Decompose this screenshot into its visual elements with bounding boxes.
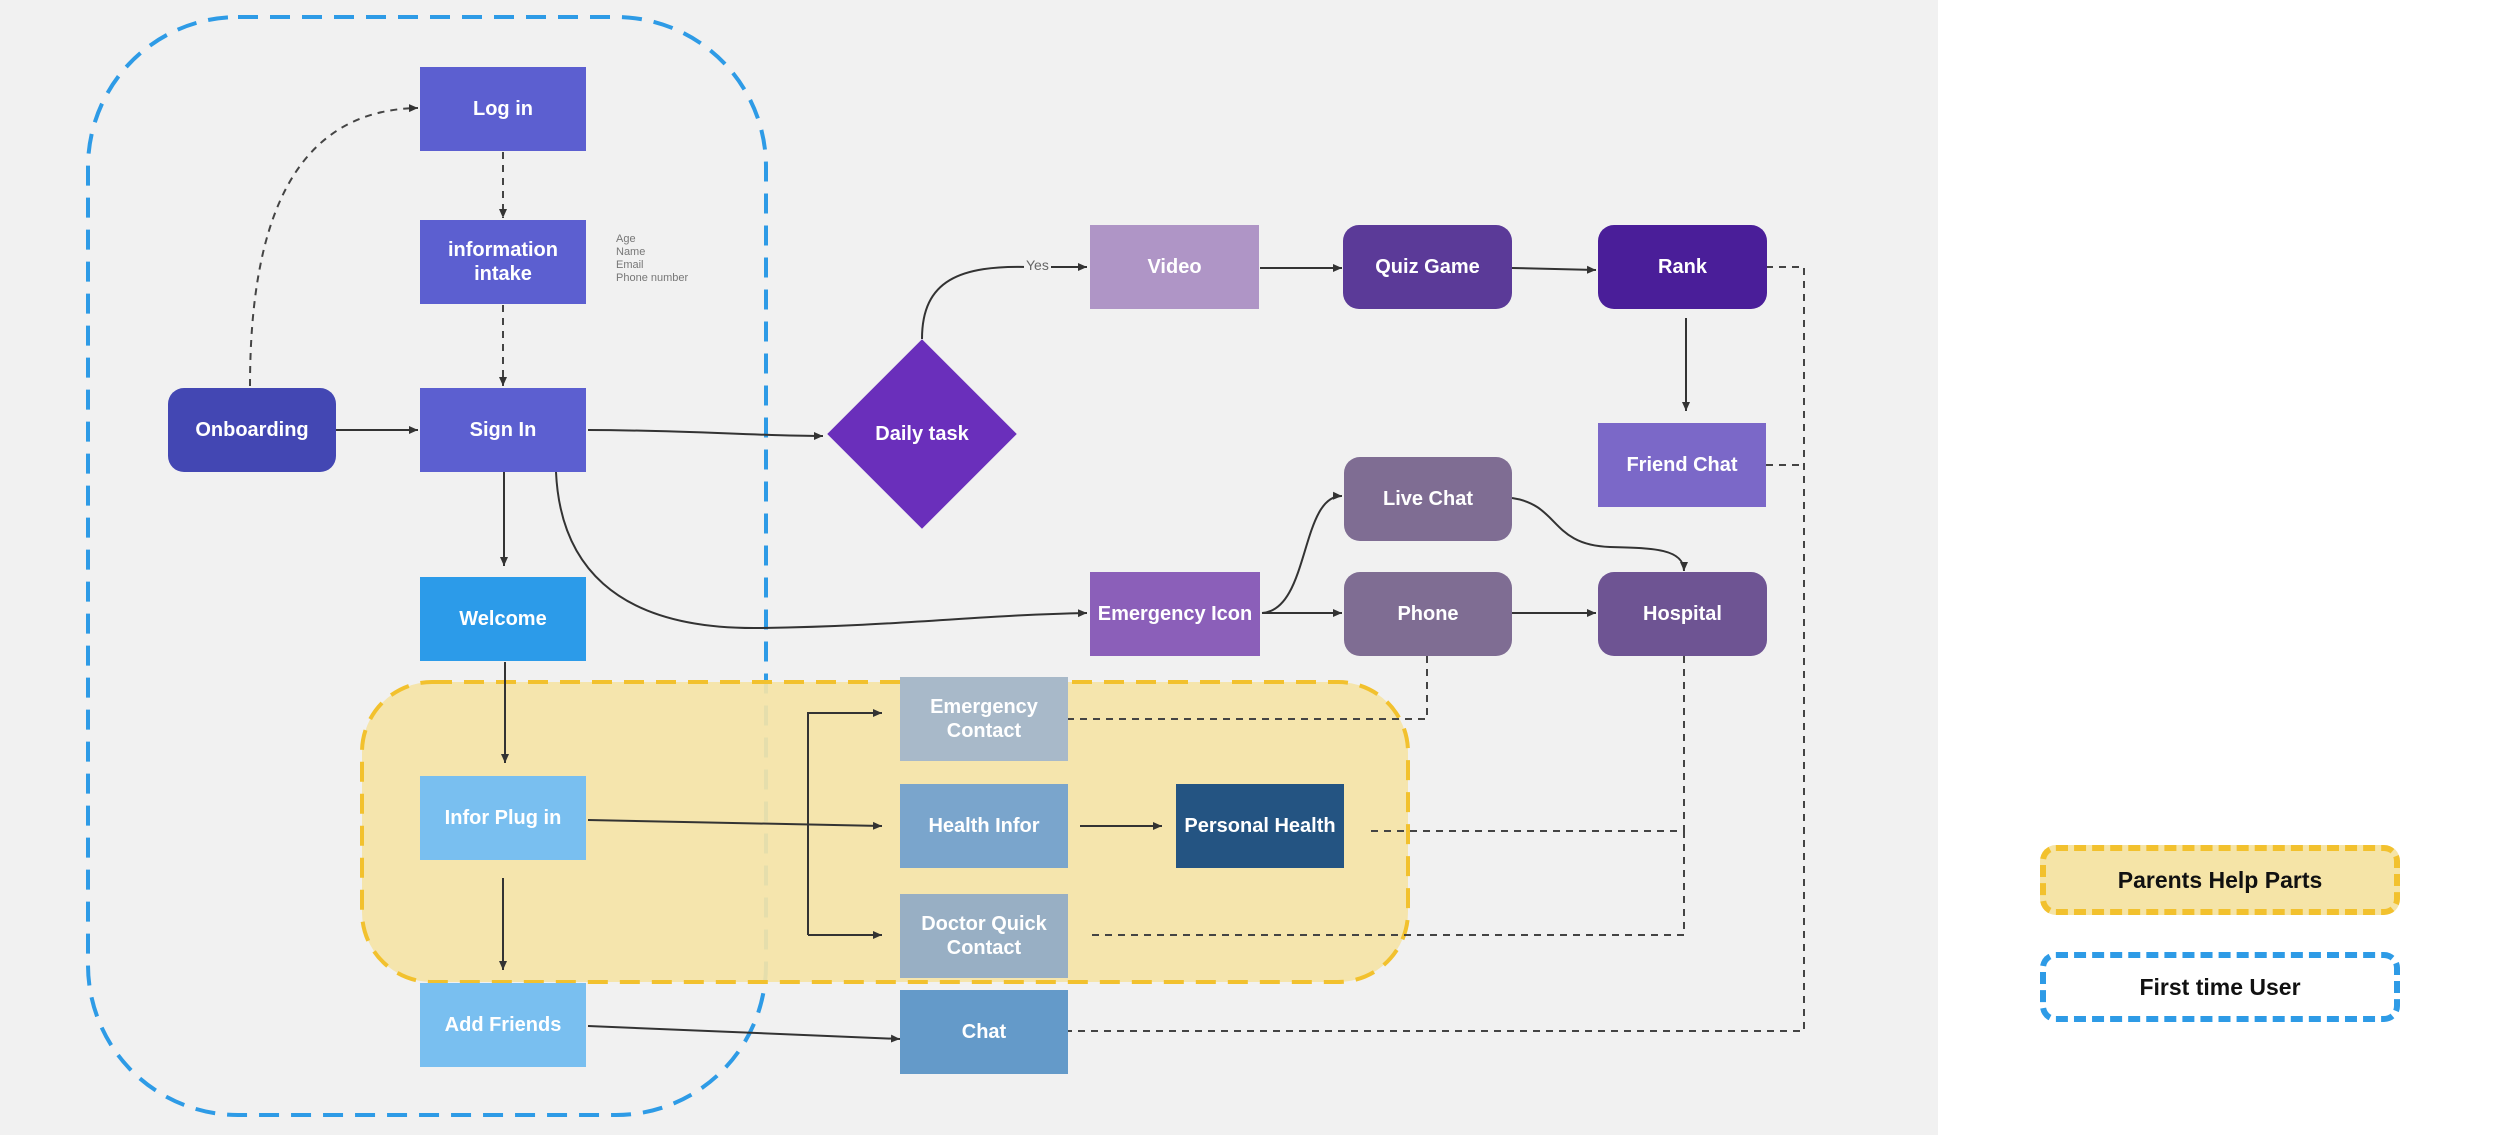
video-node[interactable]: Video [1090,225,1259,309]
signin-node[interactable]: Sign In [420,388,586,472]
intake-field-name: Name [616,246,646,258]
legend-parents-help: Parents Help Parts [2040,845,2400,915]
intake-field-age: Age [616,233,636,245]
intake-fields-note: Age Name Email Phone number [616,233,688,285]
edge-dashed-rank-chat [1068,266,1805,1032]
onboarding-node[interactable]: Onboarding [168,388,336,472]
intake-field-email: Email [616,259,644,271]
live-chat-node[interactable]: Live Chat [1344,457,1512,541]
daily-task-label: Daily task [875,422,969,445]
edge-dashed-phone-emergencycontact [1068,656,1428,720]
daily-task-decision[interactable]: Daily task [826,338,1018,530]
rank-node[interactable]: Rank [1598,225,1767,309]
legend-first-time-user: First time User [2040,952,2400,1022]
edge-quiz-rank [1511,265,1597,274]
edge-livechat-hospital [1511,497,1688,572]
friend-chat-node[interactable]: Friend Chat [1598,423,1766,507]
intake-field-phone: Phone number [616,272,689,284]
personal-health-node[interactable]: Personal Health [1176,784,1344,868]
emergency-icon-node[interactable]: Emergency Icon [1090,572,1260,656]
parents-help-region [360,680,1410,984]
infor-plugin-node[interactable]: Infor Plug in [420,776,586,860]
edge-onboarding-login [249,104,419,387]
connectors-layer [86,15,1805,1117]
edge-emergency-livechat [1261,491,1343,614]
information-intake-node[interactable]: information intake [420,220,586,304]
health-infor-node[interactable]: Health Infor [900,784,1068,868]
add-friends-node[interactable]: Add Friends [420,983,586,1067]
diagram-canvas: Log in information intake Age Name Email… [0,0,1938,1135]
phone-node[interactable]: Phone [1344,572,1512,656]
edge-dailytask-video [921,263,1087,340]
edge-dashed-hospital-doctor [1092,831,1685,936]
doctor-quick-contact-node[interactable]: Doctor Quick Contact [900,894,1068,978]
yes-edge-label: Yes [1024,257,1051,273]
quiz-game-node[interactable]: Quiz Game [1343,225,1512,309]
edge-signin-emergency [555,471,1088,630]
first-time-user-region [86,15,768,1117]
edge-dashed-hospital-personal [1366,656,1685,832]
hospital-node[interactable]: Hospital [1598,572,1767,656]
edge-inforplugin-healthinfor [587,819,883,830]
welcome-node[interactable]: Welcome [420,577,586,661]
edge-signin-dailytask [587,429,824,440]
emergency-contact-node[interactable]: Emergency Contact [900,677,1068,761]
chat-node[interactable]: Chat [900,990,1068,1074]
edge-addfriends-chat [587,1025,901,1043]
login-node[interactable]: Log in [420,67,586,151]
edge-branch-emergencycontact [807,709,882,935]
